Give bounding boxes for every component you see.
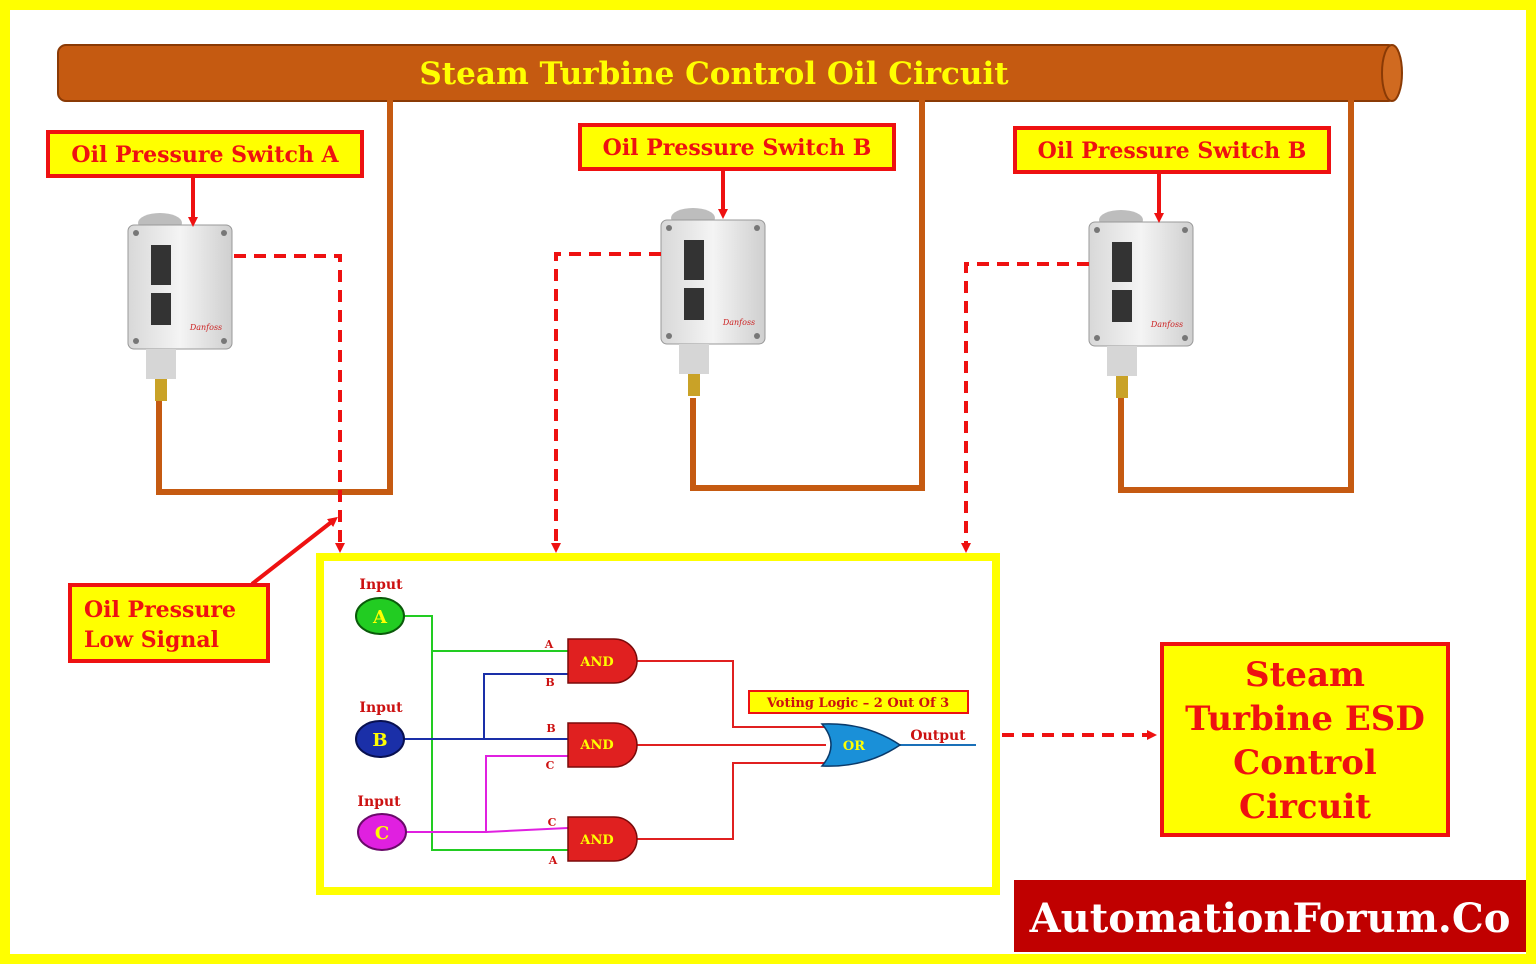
signal-line-b bbox=[551, 252, 661, 553]
esd-control-box: Steam Turbine ESD Control Circuit bbox=[1160, 642, 1450, 837]
input-a-letter: A bbox=[372, 607, 388, 628]
pipe-title: Steam Turbine Control Oil Circuit bbox=[419, 56, 1009, 92]
or-gate-label: OR bbox=[843, 739, 865, 754]
branch-line-c bbox=[1118, 100, 1354, 493]
esd-line-2: Turbine ESD bbox=[1185, 699, 1425, 739]
and-gate-3-pin-c: C bbox=[548, 816, 557, 829]
signal-line-c bbox=[961, 262, 1089, 553]
and-gate-3-label: AND bbox=[579, 833, 613, 848]
and-gate-2: AND B C bbox=[546, 722, 638, 772]
input-b-letter: B bbox=[372, 730, 387, 751]
input-c-caption: Input bbox=[357, 794, 401, 810]
esd-line-3: Control bbox=[1233, 743, 1377, 783]
pressure-switch-c: Danfoss bbox=[1088, 210, 1194, 398]
voting-label: Voting Logic – 2 Out Of 3 bbox=[748, 690, 969, 714]
watermark: AutomationForum.Co bbox=[1014, 880, 1526, 952]
input-a: Input A bbox=[355, 577, 405, 635]
input-wires bbox=[404, 615, 976, 851]
and-gate-1: AND A B bbox=[544, 638, 638, 689]
and-gate-3-pin-a: A bbox=[548, 854, 558, 867]
input-c-letter: C bbox=[375, 823, 389, 844]
esd-line-1: Steam bbox=[1245, 655, 1365, 695]
switch-label-c-text: Oil Pressure Switch B bbox=[1038, 138, 1307, 164]
switch-label-b-text: Oil Pressure Switch B bbox=[603, 135, 872, 161]
input-a-caption: Input bbox=[359, 577, 403, 593]
and-gate-2-pin-b: B bbox=[546, 722, 555, 735]
output-label: Output bbox=[910, 728, 966, 744]
and-gate-1-pin-b: B bbox=[545, 676, 554, 689]
voting-logic-panel: Input A Input B Input C AND A B AND B C bbox=[316, 553, 1000, 895]
switch-brand-a: Danfoss bbox=[189, 323, 222, 332]
voting-label-text: Voting Logic – 2 Out Of 3 bbox=[766, 696, 949, 711]
switch-brand-c: Danfoss bbox=[1150, 320, 1183, 329]
branch-line-a bbox=[156, 100, 393, 495]
label-arrows bbox=[188, 169, 1164, 227]
branch-line-b bbox=[690, 100, 925, 491]
switch-brand-b: Danfoss bbox=[722, 318, 755, 327]
and-gate-2-pin-c: C bbox=[546, 759, 555, 772]
or-gate: OR bbox=[820, 723, 902, 767]
low-signal-line2: Low Signal bbox=[84, 627, 219, 653]
switch-label-a: Oil Pressure Switch A bbox=[46, 130, 364, 178]
input-b: Input B bbox=[355, 700, 405, 758]
low-signal-line1: Oil Pressure bbox=[84, 597, 236, 623]
pressure-switch-a: Danfoss bbox=[127, 213, 233, 401]
watermark-text: AutomationForum.Co bbox=[1029, 895, 1511, 942]
switch-label-b: Oil Pressure Switch B bbox=[578, 123, 896, 171]
and-gate-2-label: AND bbox=[579, 738, 613, 753]
and-gate-1-pin-a: A bbox=[544, 638, 554, 651]
low-signal-callout: Oil Pressure Low Signal bbox=[68, 516, 338, 663]
oil-branch-lines bbox=[156, 100, 1354, 495]
oil-pipe: Steam Turbine Control Oil Circuit bbox=[57, 44, 1403, 102]
and-gate-1-label: AND bbox=[579, 655, 613, 670]
switch-label-a-text: Oil Pressure Switch A bbox=[71, 142, 339, 168]
input-c: Input C bbox=[357, 794, 407, 851]
and-gate-3: AND C A bbox=[548, 816, 638, 867]
pressure-switch-b: Danfoss bbox=[660, 208, 766, 396]
input-b-caption: Input bbox=[359, 700, 403, 716]
switch-label-c: Oil Pressure Switch B bbox=[1013, 126, 1331, 174]
esd-line-4: Circuit bbox=[1239, 787, 1371, 827]
signal-line-a bbox=[234, 254, 345, 553]
signal-lines bbox=[234, 252, 1157, 740]
